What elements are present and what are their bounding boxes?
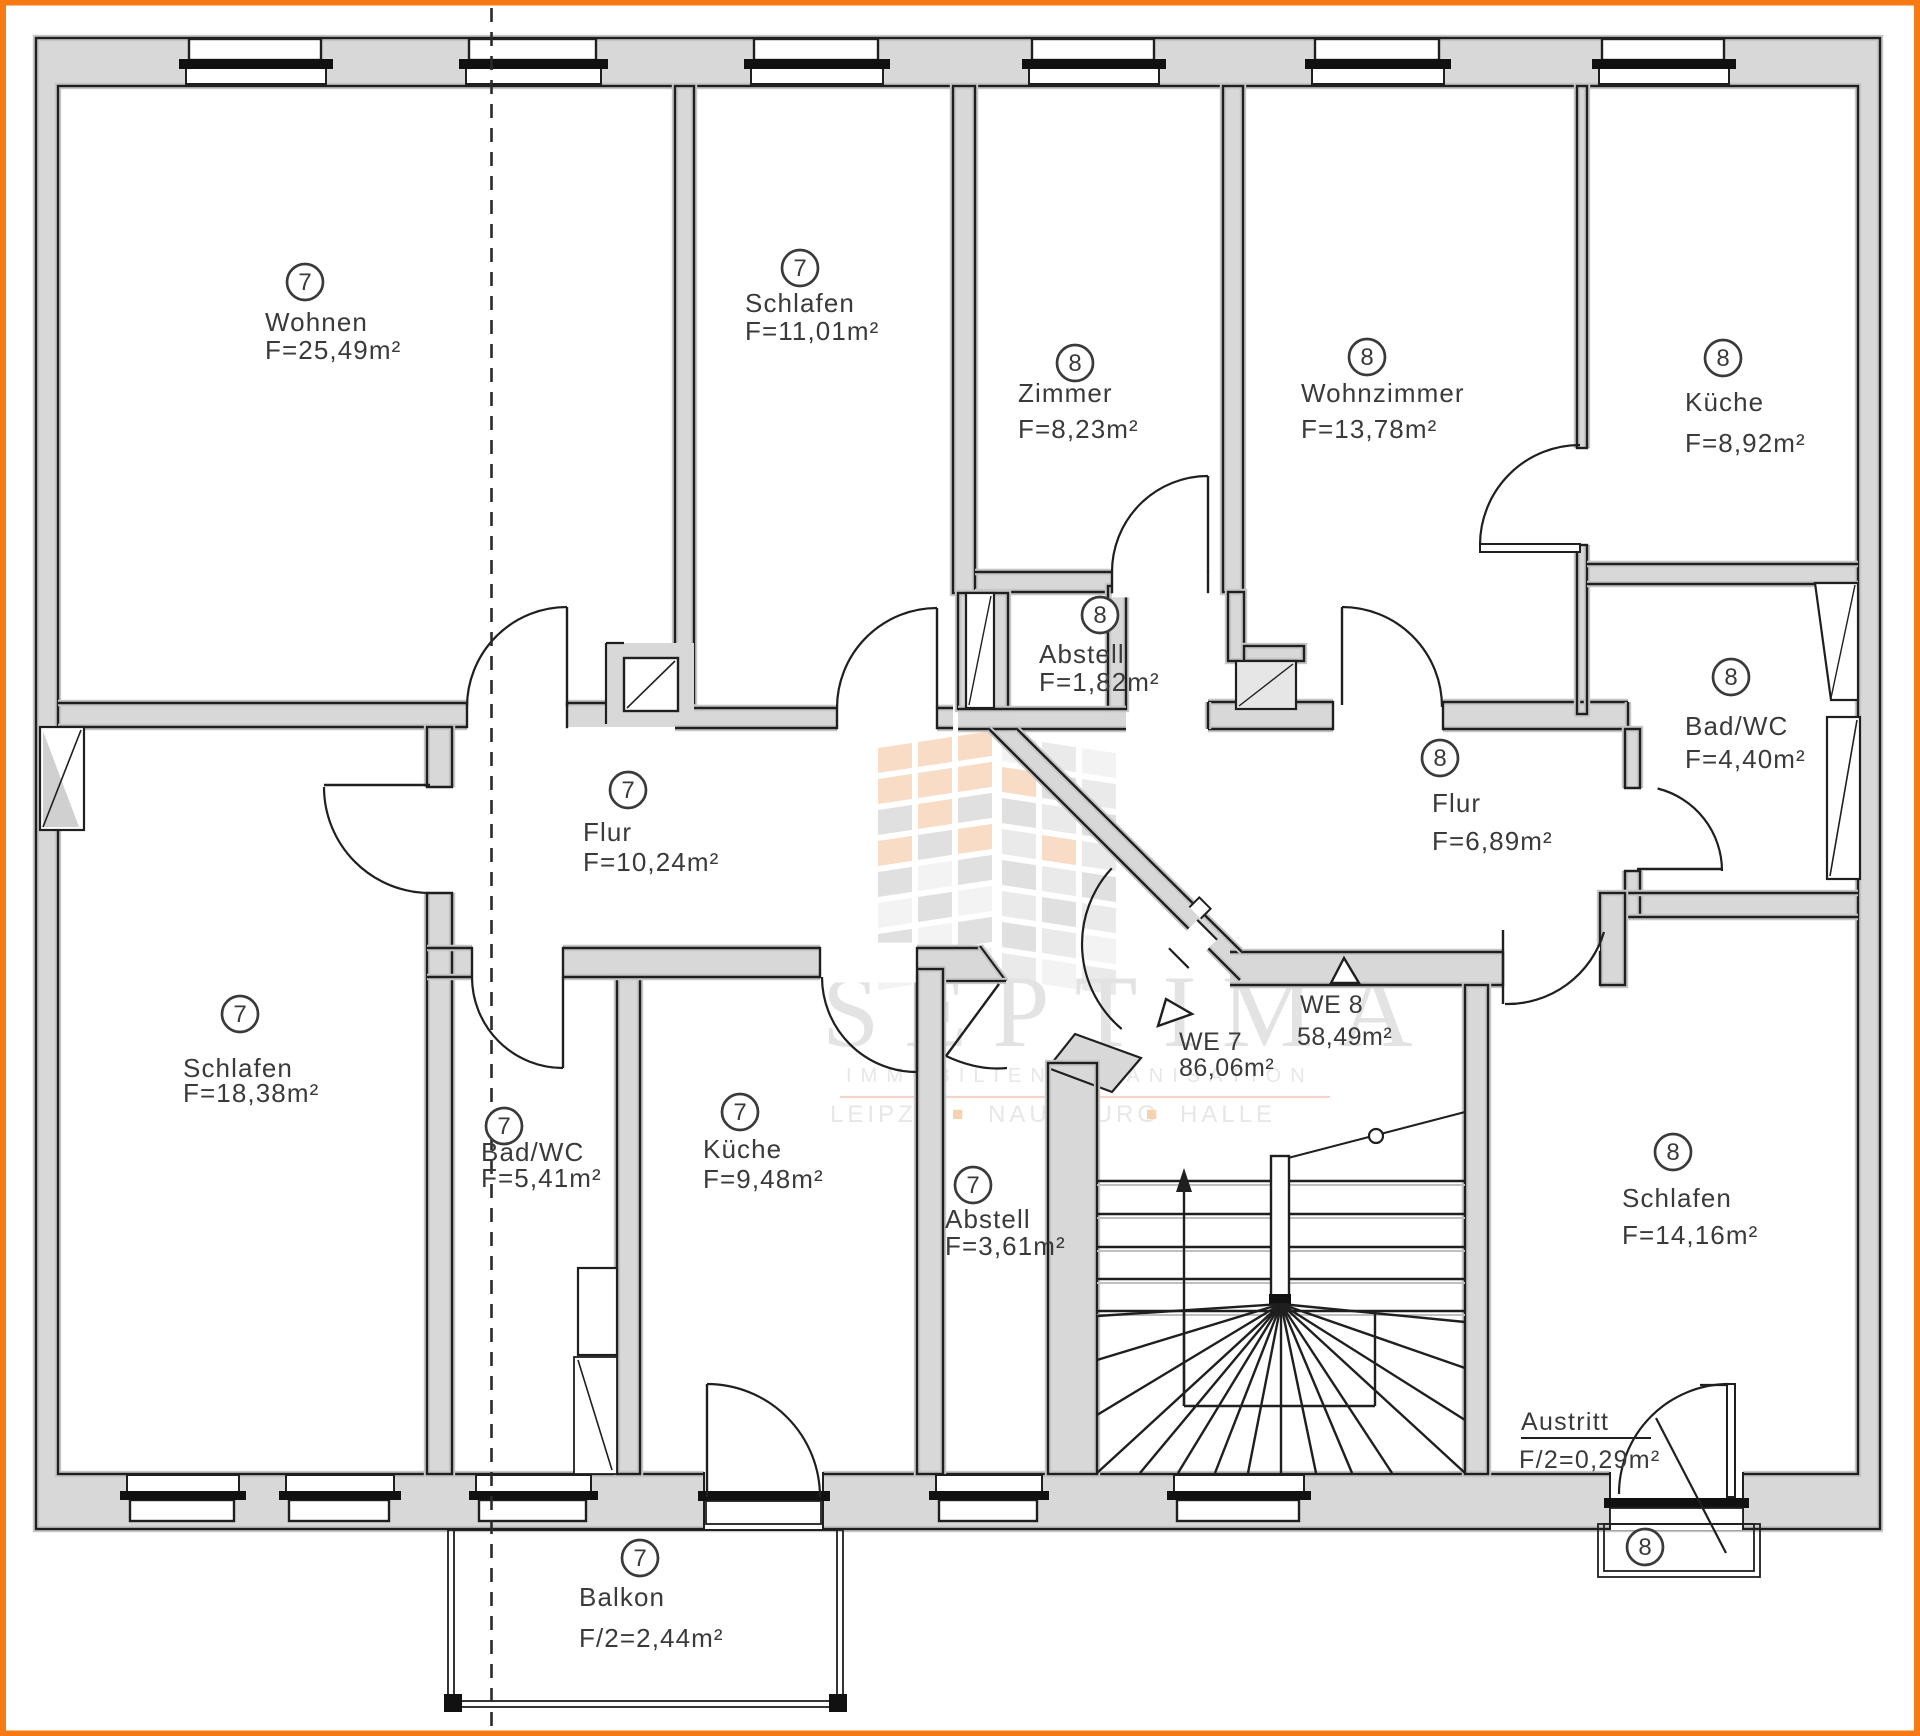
- svg-text:HALLE: HALLE: [1180, 1101, 1276, 1128]
- svg-text:7: 7: [966, 1172, 979, 1199]
- svg-text:7: 7: [621, 777, 634, 804]
- svg-text:■: ■: [1146, 1104, 1157, 1125]
- svg-text:F=9,48m²: F=9,48m²: [703, 1164, 824, 1194]
- svg-text:7: 7: [633, 1545, 646, 1572]
- svg-text:F=6,89m²: F=6,89m²: [1432, 826, 1553, 856]
- svg-text:Bad/WC: Bad/WC: [1685, 711, 1788, 741]
- svg-text:Flur: Flur: [1432, 788, 1481, 818]
- svg-text:Wohnen: Wohnen: [265, 307, 368, 337]
- svg-text:Küche: Küche: [703, 1134, 782, 1164]
- svg-text:7: 7: [298, 269, 311, 296]
- svg-text:86,06m²: 86,06m²: [1179, 1054, 1274, 1082]
- svg-text:8: 8: [1068, 350, 1081, 377]
- svg-text:Zimmer: Zimmer: [1018, 378, 1113, 408]
- svg-text:F=8,92m²: F=8,92m²: [1685, 428, 1806, 458]
- svg-text:Küche: Küche: [1685, 387, 1764, 417]
- svg-text:7: 7: [733, 1099, 746, 1126]
- svg-text:8: 8: [1433, 745, 1446, 772]
- svg-text:F=8,23m²: F=8,23m²: [1018, 414, 1139, 444]
- svg-text:F=3,61m²: F=3,61m²: [945, 1231, 1066, 1261]
- svg-text:Schlafen: Schlafen: [183, 1053, 293, 1083]
- svg-text:F=5,41m²: F=5,41m²: [481, 1163, 602, 1193]
- svg-text:8: 8: [1360, 344, 1373, 371]
- svg-text:Wohnzimmer: Wohnzimmer: [1301, 378, 1465, 408]
- svg-text:7: 7: [497, 1113, 510, 1140]
- svg-text:Schlafen: Schlafen: [1622, 1183, 1732, 1213]
- svg-text:8: 8: [1093, 602, 1106, 629]
- svg-text:F=13,78m²: F=13,78m²: [1301, 414, 1437, 444]
- svg-text:7: 7: [793, 255, 806, 282]
- svg-text:F=10,24m²: F=10,24m²: [583, 847, 719, 877]
- svg-text:Schlafen: Schlafen: [745, 288, 855, 318]
- svg-text:58,49m²: 58,49m²: [1297, 1023, 1392, 1051]
- svg-text:WE 7: WE 7: [1179, 1028, 1242, 1056]
- svg-text:F/2=0,29m²: F/2=0,29m²: [1519, 1446, 1661, 1474]
- svg-text:■: ■: [952, 1104, 963, 1125]
- svg-text:8: 8: [1638, 1534, 1651, 1561]
- svg-text:F=14,16m²: F=14,16m²: [1622, 1220, 1758, 1250]
- svg-text:8: 8: [1716, 345, 1729, 372]
- svg-text:F=4,40m²: F=4,40m²: [1685, 744, 1806, 774]
- svg-text:Abstell: Abstell: [945, 1204, 1031, 1234]
- svg-text:F=25,49m²: F=25,49m²: [265, 335, 401, 365]
- svg-text:WE 8: WE 8: [1300, 991, 1363, 1019]
- svg-text:Flur: Flur: [583, 817, 632, 847]
- svg-text:8: 8: [1666, 1139, 1679, 1166]
- svg-text:Abstell: Abstell: [1039, 639, 1125, 669]
- svg-text:Austritt: Austritt: [1521, 1408, 1609, 1436]
- svg-text:8: 8: [1724, 664, 1737, 691]
- svg-text:F/2=2,44m²: F/2=2,44m²: [579, 1623, 724, 1653]
- svg-text:7: 7: [233, 1001, 246, 1028]
- svg-text:F=11,01m²: F=11,01m²: [745, 316, 879, 346]
- svg-text:F=1,82m²: F=1,82m²: [1039, 667, 1160, 697]
- svg-text:Balkon: Balkon: [579, 1582, 665, 1612]
- svg-text:F=18,38m²: F=18,38m²: [183, 1078, 319, 1108]
- svg-text:Bad/WC: Bad/WC: [481, 1137, 584, 1167]
